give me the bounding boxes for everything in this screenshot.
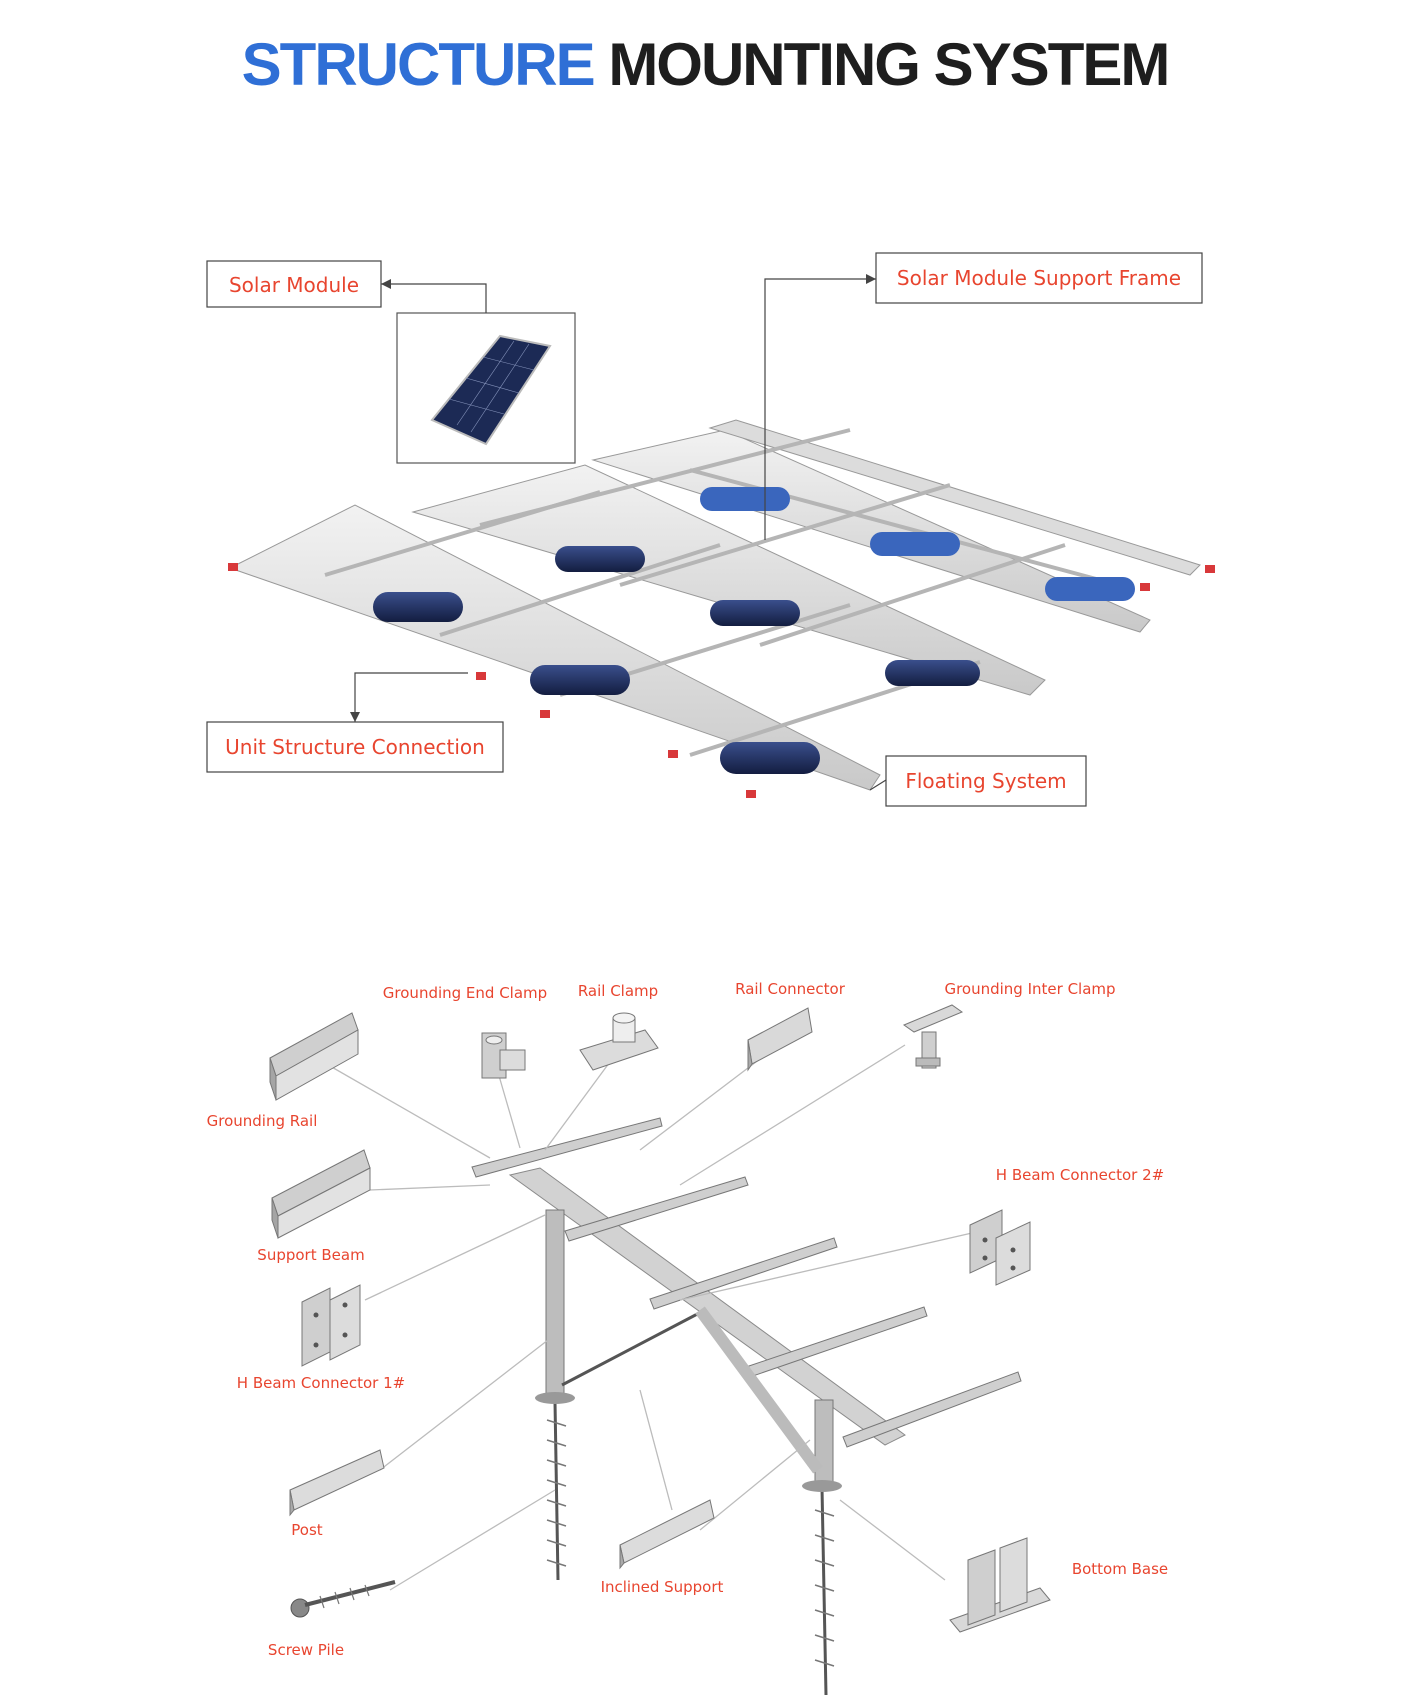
leader-lines [322,1044,986,1591]
solar-panel-icon [430,334,552,446]
floating-system-label: Floating System [905,769,1066,793]
solar-module-inset [396,312,576,464]
callout-solar-module: Solar Module [206,260,487,313]
main-frame [471,1117,1022,1696]
unit-connection-label: Unit Structure Connection [225,735,485,759]
post-icon [289,1449,385,1517]
page-title: STRUCTURE MOUNTING SYSTEM [0,30,1410,100]
callout-floating-system: Floating System [869,755,1087,807]
grounding-inter-clamp-icon [902,1004,964,1069]
h-beam-connector-2-icon [969,1209,1031,1286]
grounding-rail-icon [269,1012,359,1101]
callout-support-frame: Solar Module Support Frame [764,252,1203,540]
label-rail-connector: Rail Connector [735,980,846,998]
label-post: Post [291,1521,323,1539]
support-frame-label: Solar Module Support Frame [897,266,1181,290]
floats [373,487,1135,774]
rail-connector-icon [747,1007,813,1072]
grounding-end-clamp-icon [481,1032,526,1079]
rail-clamp-icon [579,1012,659,1071]
label-h-beam-connector-1: H Beam Connector 1# [237,1374,405,1392]
label-grounding-inter-clamp: Grounding Inter Clamp [944,980,1115,998]
label-inclined-support: Inclined Support [601,1578,724,1596]
label-screw-pile: Screw Pile [268,1641,344,1659]
label-h-beam-connector-2: H Beam Connector 2# [996,1166,1164,1184]
floating-system-diagram: Solar Module Solar Module Support Frame … [206,252,1215,807]
solar-module-label: Solar Module [229,273,359,297]
label-grounding-end-clamp: Grounding End Clamp [383,984,547,1002]
h-beam-connector-1-icon [301,1284,361,1367]
connector-caps [228,563,1215,798]
label-rail-clamp: Rail Clamp [578,982,658,1000]
title-word-structure: STRUCTURE [241,31,596,98]
title-words-mounting-system: MOUNTING SYSTEM [608,31,1170,98]
label-bottom-base: Bottom Base [1072,1560,1168,1578]
bottom-base-icon [949,1537,1051,1633]
screw-pile-icon [290,1580,396,1618]
label-grounding-rail: Grounding Rail [207,1112,318,1130]
inclined-support-icon [619,1499,715,1570]
support-beam-icon [271,1149,371,1239]
label-support-beam: Support Beam [257,1246,364,1264]
callout-unit-structure-connection: Unit Structure Connection [206,672,504,773]
